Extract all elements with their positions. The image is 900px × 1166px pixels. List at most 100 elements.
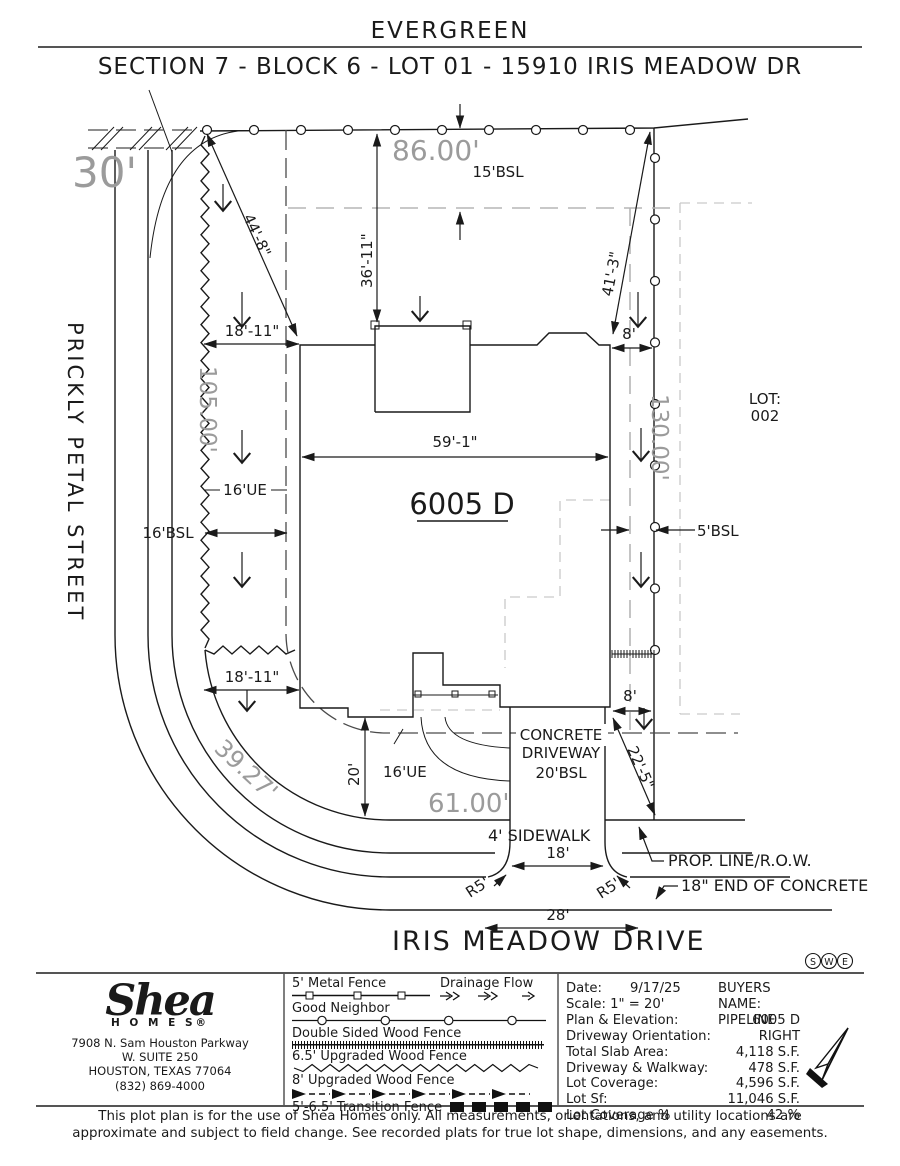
right-top-dim: 8' bbox=[622, 325, 636, 343]
street-lines bbox=[114, 150, 832, 911]
title-leader-line bbox=[148, 89, 173, 153]
address-line-2: W. SUITE 250 bbox=[121, 1050, 199, 1065]
page-title: EVERGREEN bbox=[0, 18, 900, 44]
dimension-lines bbox=[203, 104, 695, 933]
north-arrow-icon bbox=[806, 1027, 849, 1088]
fence-8ft-upgraded-return bbox=[204, 645, 296, 655]
page-subtitle: SECTION 7 - BLOCK 6 - LOT 01 - 15910 IRI… bbox=[0, 54, 900, 80]
legend-upgraded-8-label: 8' Upgraded Wood Fence bbox=[292, 1073, 455, 1089]
legend: 5' Metal Fence Drainage Flow Good Neighb… bbox=[292, 977, 552, 1114]
side-bottom-dim: 18'-11" bbox=[225, 668, 280, 686]
disclaimer-line-1: This plot plan is for the use of Shea Ho… bbox=[98, 1109, 802, 1124]
date-value: 9/17/25 bbox=[629, 981, 681, 996]
builder-logo: Shea bbox=[105, 976, 217, 1026]
street-width-label: 30' bbox=[72, 148, 137, 197]
street-name-bottom: IRIS MEADOW DRIVE bbox=[392, 926, 706, 957]
builder-block: Shea H O M E S® 7908 N. Sam Houston Park… bbox=[42, 976, 278, 1094]
setback-lines bbox=[285, 130, 752, 734]
patio-notch-right bbox=[462, 320, 472, 330]
transition-square bbox=[472, 1102, 487, 1113]
driveway-note-3: 20'BSL bbox=[535, 764, 587, 782]
fence-good-neighbor-right bbox=[649, 152, 661, 656]
street-dim-label: 61.00' bbox=[428, 789, 510, 819]
drive-width-dim: 18' bbox=[546, 844, 569, 862]
end-concrete-label: 18" END OF CONCRETE bbox=[681, 876, 868, 895]
info-row: Plan & Elevation:6005 D bbox=[566, 1013, 800, 1028]
disclaimer-line-2: approximate and subject to field change.… bbox=[72, 1125, 828, 1141]
rear-left-diag-dim: 44'-8" bbox=[239, 211, 274, 259]
lot-number: 002 bbox=[751, 407, 780, 425]
good-neighbor-sample bbox=[292, 1015, 546, 1026]
rear-center-dim: 36'-11" bbox=[358, 233, 376, 288]
plan-labels: 86.00' 30' 105.00' 130.00' 61.00' 39.27'… bbox=[63, 134, 868, 957]
front-ue-label: 16'UE bbox=[383, 763, 427, 781]
legend-metal-fence-label: 5' Metal Fence bbox=[292, 976, 387, 991]
double-sided-sample bbox=[292, 1040, 544, 1049]
builder-address: 7908 N. Sam Houston Parkway W. SUITE 250… bbox=[42, 1036, 278, 1094]
transition-square bbox=[538, 1102, 552, 1113]
right-bsl-label: 5'BSL bbox=[697, 522, 739, 540]
lot-boundary bbox=[199, 118, 749, 820]
side-ue-label: 16'UE bbox=[223, 481, 267, 499]
builder-logo-sub: H O M E S® bbox=[110, 1016, 210, 1029]
covered-patio bbox=[374, 325, 471, 413]
front-setback-dim: 20' bbox=[345, 763, 363, 786]
prop-line-label: PROP. LINE/R.O.W. bbox=[668, 851, 812, 870]
lot-label: LOT: bbox=[749, 390, 781, 408]
info-table: Date: 9/17/25 Scale: 1" = 20' BUYERS NAME… bbox=[566, 981, 816, 1124]
community-name: EVERGREEN bbox=[370, 18, 530, 44]
side-top-dim: 18'-11" bbox=[225, 322, 280, 340]
info-row: Driveway Orientation:RIGHT bbox=[566, 1028, 800, 1044]
info-row: Lot Sf:11,046 S.F. bbox=[566, 1092, 800, 1108]
legend-good-neighbor-label: Good Neighbor bbox=[292, 1000, 390, 1016]
fence-8ft-upgraded-left bbox=[200, 135, 210, 649]
house-width-dim: 59'-1" bbox=[432, 433, 477, 451]
address-line-3: HOUSTON, TEXAS 77064 bbox=[88, 1064, 232, 1079]
corner-dim-label: 39.27' bbox=[209, 734, 283, 806]
fence-good-neighbor-rear bbox=[201, 124, 636, 136]
rear-street-lines bbox=[88, 126, 239, 259]
house-plan-label: 6005 D bbox=[409, 487, 514, 521]
house-outline bbox=[299, 320, 611, 718]
driveway-note-1: CONCRETE bbox=[520, 726, 603, 744]
drainage-flow-sample bbox=[440, 990, 536, 1001]
apron-width-dim: 28' bbox=[546, 906, 569, 924]
fence-double-sided-segment bbox=[611, 650, 655, 658]
porch-column bbox=[451, 690, 459, 698]
legend-double-sided-label: Double Sided Wood Fence bbox=[292, 1026, 462, 1042]
swe-w: W bbox=[824, 957, 834, 968]
disclaimer: This plot plan is for the use of Shea Ho… bbox=[0, 1109, 900, 1143]
scale-label: Scale: 1" = 20' bbox=[566, 996, 665, 1012]
driveway bbox=[420, 707, 628, 878]
date-label: Date: bbox=[566, 981, 602, 996]
upgraded-8-sample bbox=[292, 1088, 530, 1099]
info-row: Driveway & Walkway:478 S.F. bbox=[566, 1060, 800, 1076]
info-row: Total Slab Area:4,118 S.F. bbox=[566, 1044, 800, 1060]
label-backing bbox=[516, 724, 608, 746]
info-row: Lot Coverage:4,596 S.F. bbox=[566, 1076, 800, 1092]
transition-square bbox=[516, 1102, 531, 1113]
builder-phone: (832) 869-4000 bbox=[115, 1078, 205, 1093]
side-bsl-label: 16'BSL bbox=[142, 524, 194, 542]
legend-transition-label: 5'-6.5' Transition Fence bbox=[292, 1099, 443, 1115]
street-name-left: PRICKLY PETAL STREET bbox=[63, 322, 87, 622]
lot-address-line: SECTION 7 - BLOCK 6 - LOT 01 - 15910 IRI… bbox=[97, 54, 803, 80]
rear-bsl-label: 15'BSL bbox=[472, 163, 524, 181]
porch-column bbox=[414, 690, 422, 698]
porch-column bbox=[488, 690, 496, 698]
front-dim-label: 86.00' bbox=[392, 134, 480, 167]
driveway-note-2: DRIVEWAY bbox=[522, 744, 601, 762]
address-line-1: 7908 N. Sam Houston Parkway bbox=[71, 1035, 249, 1050]
buyers-label: BUYERS NAME: bbox=[718, 981, 771, 1012]
swe-mark: S W E bbox=[804, 952, 854, 970]
legend-upgraded-65-label: 6.5' Upgraded Wood Fence bbox=[292, 1048, 467, 1064]
left-dim-label: 105.00' bbox=[194, 366, 220, 453]
swe-e: E bbox=[842, 957, 848, 968]
transition-square bbox=[494, 1102, 509, 1113]
legend-drainage-label: Drainage Flow bbox=[440, 976, 534, 991]
right-dim-label: 130.00' bbox=[646, 394, 672, 481]
right-bottom-dim: 8' bbox=[623, 687, 637, 705]
transition-square bbox=[450, 1102, 465, 1113]
line-break-symbol bbox=[393, 728, 404, 745]
